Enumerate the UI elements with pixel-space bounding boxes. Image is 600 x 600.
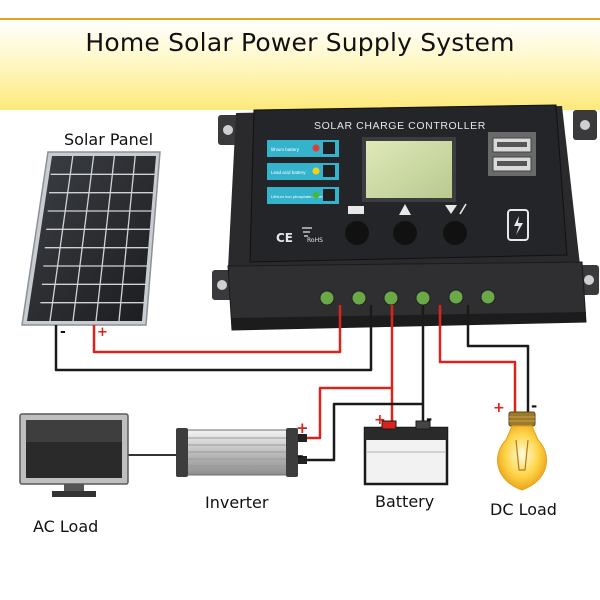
battery-type-lead-acid: Lead acid battery	[271, 170, 306, 175]
dc-load-bulb	[498, 412, 547, 490]
ac-load-monitor	[20, 414, 128, 497]
battery-type-lithium: lithium battery	[271, 147, 300, 152]
inverter-plus-sign: +	[296, 419, 309, 437]
led-red	[313, 145, 320, 152]
solar-charge-controller	[212, 105, 599, 330]
panel-minus-sign: -	[60, 324, 66, 340]
ce-mark: CE	[276, 231, 293, 245]
label-battery: Battery	[375, 492, 434, 511]
led-green	[313, 192, 320, 199]
battery-minus-sign: -	[426, 410, 432, 428]
panel-plus-sign: +	[97, 325, 108, 340]
battery-plus-sign: +	[374, 412, 386, 428]
battery	[365, 421, 447, 484]
inverter-minus-sign: -	[297, 446, 304, 465]
controller-name: SOLAR CHARGE CONTROLLER	[314, 120, 486, 132]
led-yellow	[313, 168, 320, 175]
inverter	[176, 428, 307, 477]
label-inverter: Inverter	[205, 493, 268, 512]
label-ac-load: AC Load	[33, 517, 98, 536]
load-plus-sign: +	[493, 400, 505, 416]
label-solar-panel: Solar Panel	[64, 130, 153, 149]
label-dc-load: DC Load	[490, 500, 557, 519]
rohs-mark: RoHS	[307, 237, 323, 244]
load-minus-sign: -	[531, 397, 537, 415]
solar-panel	[22, 152, 160, 325]
